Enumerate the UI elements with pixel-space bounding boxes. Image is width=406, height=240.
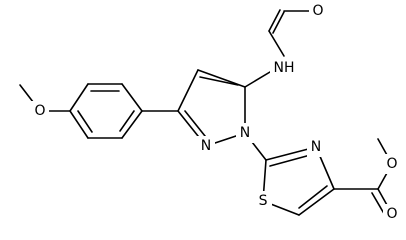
bond-formyl-c-o-double [272, 11, 285, 34]
bond-phenyl-1-2 [121, 83, 143, 112]
atom-s-thiazole: S [254, 191, 272, 211]
bond-thiazole-c4-c5 [298, 188, 335, 216]
bond-phenyl-6-1-inner [119, 110, 135, 132]
atom-n-pyrazole-1-background [236, 123, 254, 143]
bond-lines [19, 9, 393, 218]
atom-n-thiazole: N [307, 137, 325, 157]
atom-o-ester-carbonyl-background [383, 204, 401, 219]
atom-s-thiazole-label: S [259, 193, 268, 209]
bond-phenyl-4-5 [69, 110, 89, 139]
bond-thiazole-c2-n3-double [269, 153, 315, 167]
atom-o-formyl-background [309, 1, 327, 21]
atom-o-ester-ether-label: O [386, 156, 397, 172]
bond-thiazole-c4-c5-inner [298, 185, 328, 209]
bond-pyrazole-c5-c4-inner [199, 76, 239, 86]
bond-formyl-c-o [268, 9, 281, 32]
atom-o-ester-carbonyl: O [383, 204, 401, 219]
atom-n-pyrazole-2: N [197, 136, 215, 156]
atom-o-methoxy-background [31, 101, 49, 121]
molecule-structure-diagram: O NH N N O N S O [19, 1, 401, 219]
bond-phenyl-6-1 [121, 110, 143, 139]
atom-n-pyrazole-2-label: N [201, 138, 211, 154]
atom-nh-amide-background [270, 58, 298, 78]
atom-o-ester-ether: O [383, 154, 401, 174]
atom-nh-amide-label: NH [274, 60, 295, 76]
atom-o-methoxy: O [31, 101, 49, 121]
bond-phenyl-4-5-inner [77, 110, 93, 133]
atom-o-methoxy-label: O [34, 103, 45, 119]
atom-nh-amide: NH [270, 58, 298, 78]
atom-n-pyrazole-1: N [236, 123, 254, 143]
atom-o-ester-carbonyl-label: O [386, 206, 397, 219]
atom-s-thiazole-background [254, 191, 272, 211]
bond-phenyl-3-4 [69, 83, 89, 112]
atom-labels: O NH N N O N S O [31, 1, 401, 219]
atom-o-ester-ether-background [383, 154, 401, 174]
atom-o-formyl: O [309, 1, 327, 21]
atom-n-thiazole-background [307, 137, 325, 157]
atom-n-pyrazole-2-background [197, 136, 215, 156]
bond-pyrazole-c4-c3 [177, 69, 199, 112]
atom-n-pyrazole-1-label: N [240, 125, 250, 141]
atom-o-formyl-label: O [312, 3, 323, 19]
atom-n-thiazole-label: N [311, 139, 321, 155]
bond-formyl-c-n [268, 30, 285, 57]
